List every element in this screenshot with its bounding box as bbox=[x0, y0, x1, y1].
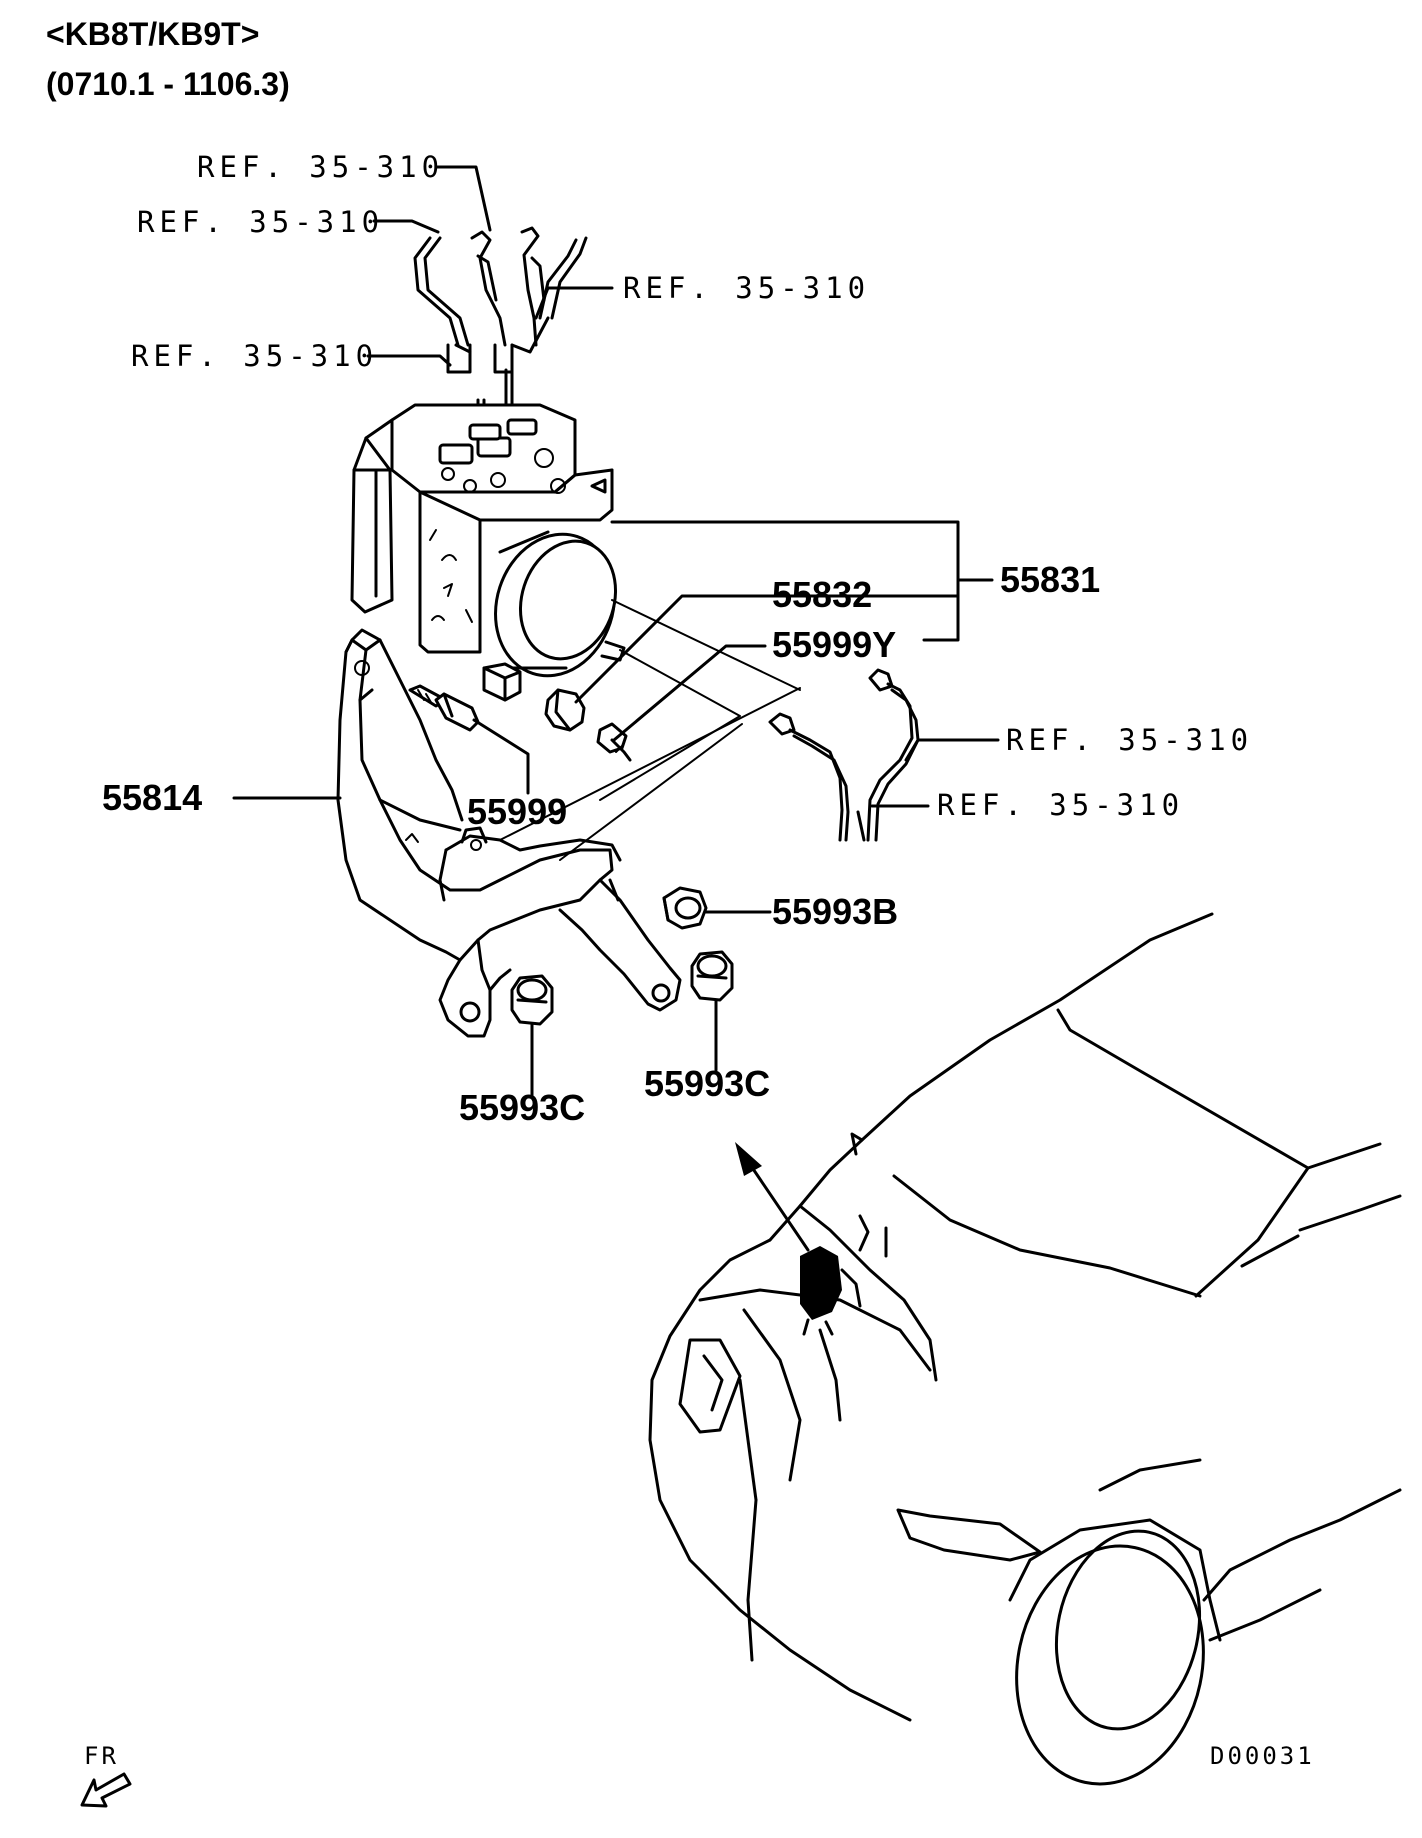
part-number-55831: 55831 bbox=[1000, 559, 1100, 600]
production-date-range: (0710.1 - 1106.3) bbox=[46, 66, 290, 102]
model-code: <KB8T/KB9T> bbox=[46, 16, 260, 52]
alignment-lines bbox=[499, 599, 801, 861]
front-label: FR bbox=[84, 1742, 119, 1770]
part-number-55993C: 55993C bbox=[459, 1087, 585, 1128]
part-number-55993B: 55993B bbox=[772, 891, 898, 932]
figure-code: D00031 bbox=[1210, 1742, 1315, 1770]
part-number-55993C: 55993C bbox=[644, 1063, 770, 1104]
part-number-55832: 55832 bbox=[772, 574, 872, 615]
vehicle-outline bbox=[648, 912, 1402, 1786]
ref-label: REF. 35-310 bbox=[197, 150, 444, 184]
part-number-55999: 55999 bbox=[467, 791, 567, 832]
abs-hydraulic-unit bbox=[350, 403, 626, 702]
part-number-55999Y: 55999Y bbox=[772, 624, 896, 665]
abs-location-marker bbox=[800, 1246, 862, 1336]
ref-label: REF. 35-310 bbox=[1006, 723, 1253, 757]
nut-55993C-right bbox=[690, 950, 734, 1002]
part-number-55814: 55814 bbox=[102, 777, 202, 818]
ref-label: REF. 35-310 bbox=[623, 271, 870, 305]
leader-lines bbox=[232, 165, 1000, 1097]
ref-label: REF. 35-310 bbox=[137, 205, 384, 239]
nut-55993C-left bbox=[510, 974, 554, 1026]
abs-bracket bbox=[336, 628, 682, 1038]
sensor-harness bbox=[768, 668, 920, 842]
nut-55993B bbox=[662, 886, 708, 930]
front-direction-arrow-icon bbox=[80, 1772, 132, 1808]
ref-label: REF. 35-310 bbox=[131, 339, 378, 373]
brake-tubes bbox=[413, 226, 588, 432]
location-arrow bbox=[735, 1142, 810, 1252]
ref-label: REF. 35-310 bbox=[937, 788, 1184, 822]
spacer-55832 bbox=[544, 688, 586, 732]
bolt-55999Y bbox=[596, 722, 632, 762]
